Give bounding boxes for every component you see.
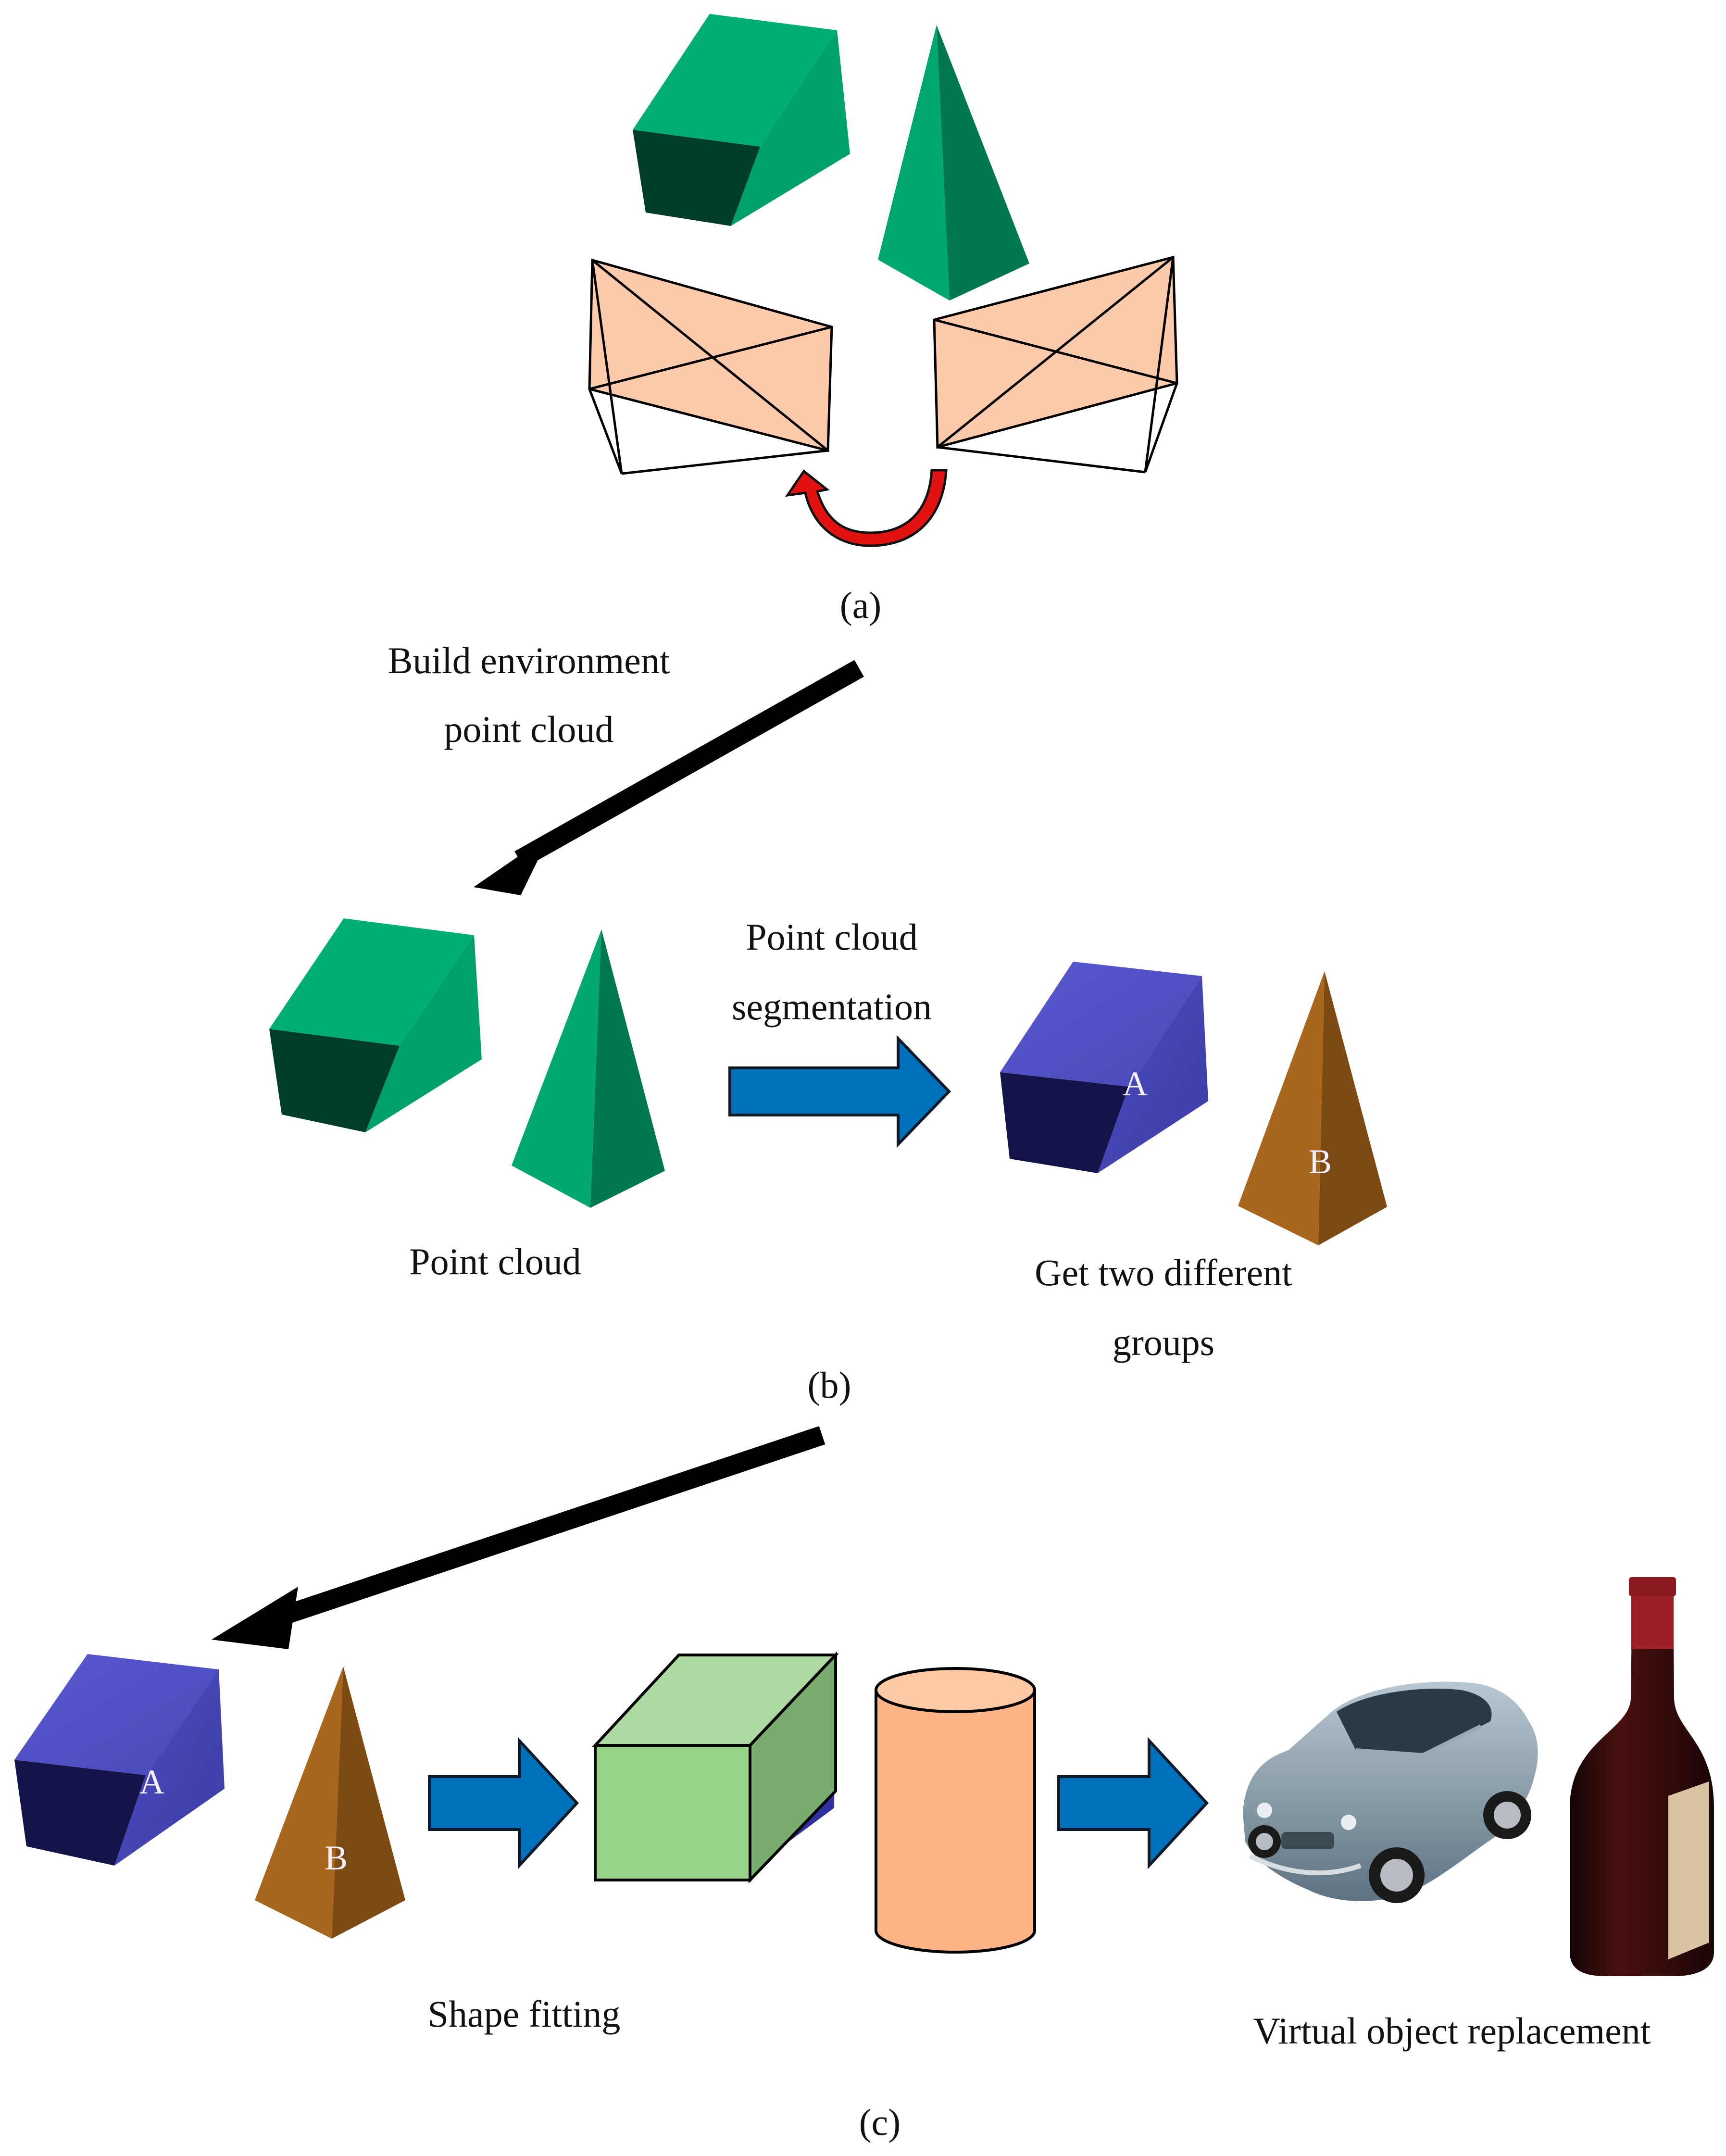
caption-c: (c) — [859, 2101, 901, 2143]
group-b-label: B — [325, 1839, 348, 1877]
group-a-label: A — [139, 1763, 164, 1801]
caption-b: (b) — [807, 1364, 851, 1406]
group-a-shape — [1000, 962, 1208, 1173]
build-point-cloud-label-line2: point cloud — [444, 708, 614, 750]
flow-arrow-virtual-replacement — [1057, 1737, 1209, 1869]
camera-frustum-icon — [588, 258, 833, 475]
car-icon — [1243, 1681, 1538, 1903]
virtual-replacement-label: Virtual object replacement — [1253, 2010, 1651, 2052]
segmentation-label-line1: Point cloud — [746, 916, 918, 958]
rotation-arrow-icon — [785, 469, 948, 547]
flow-arrow-shape-fitting — [428, 1737, 579, 1869]
camera-frustum-icon — [933, 255, 1178, 474]
flow-arrow-b-to-c — [212, 1426, 825, 1649]
group-b-shape — [255, 1667, 405, 1939]
caption-a: (a) — [839, 584, 882, 626]
two-groups-label-line2: groups — [1112, 1321, 1215, 1363]
two-groups-label-line1: Get two different — [1035, 1252, 1292, 1293]
flow-arrow-segmentation — [728, 1035, 951, 1148]
group-a-label: A — [1123, 1065, 1148, 1103]
flow-arrow-a-to-b — [474, 660, 864, 895]
point-cloud-label: Point cloud — [409, 1241, 581, 1282]
fitted-cylinder — [875, 1667, 1036, 1954]
shape-fitting-label: Shape fitting — [427, 1993, 621, 2035]
pyramid-icon — [512, 929, 665, 1208]
segmentation-label-line2: segmentation — [732, 986, 932, 1028]
group-b-shape — [1238, 971, 1387, 1245]
wine-bottle-icon — [1570, 1577, 1714, 1976]
cube-icon — [269, 918, 482, 1132]
pyramid-icon — [878, 25, 1029, 301]
group-b-label: B — [1309, 1142, 1332, 1181]
fitted-box — [592, 1651, 839, 1884]
build-point-cloud-label-line1: Build environment — [388, 639, 670, 681]
group-a-shape — [14, 1654, 225, 1866]
cube-icon — [633, 14, 850, 226]
